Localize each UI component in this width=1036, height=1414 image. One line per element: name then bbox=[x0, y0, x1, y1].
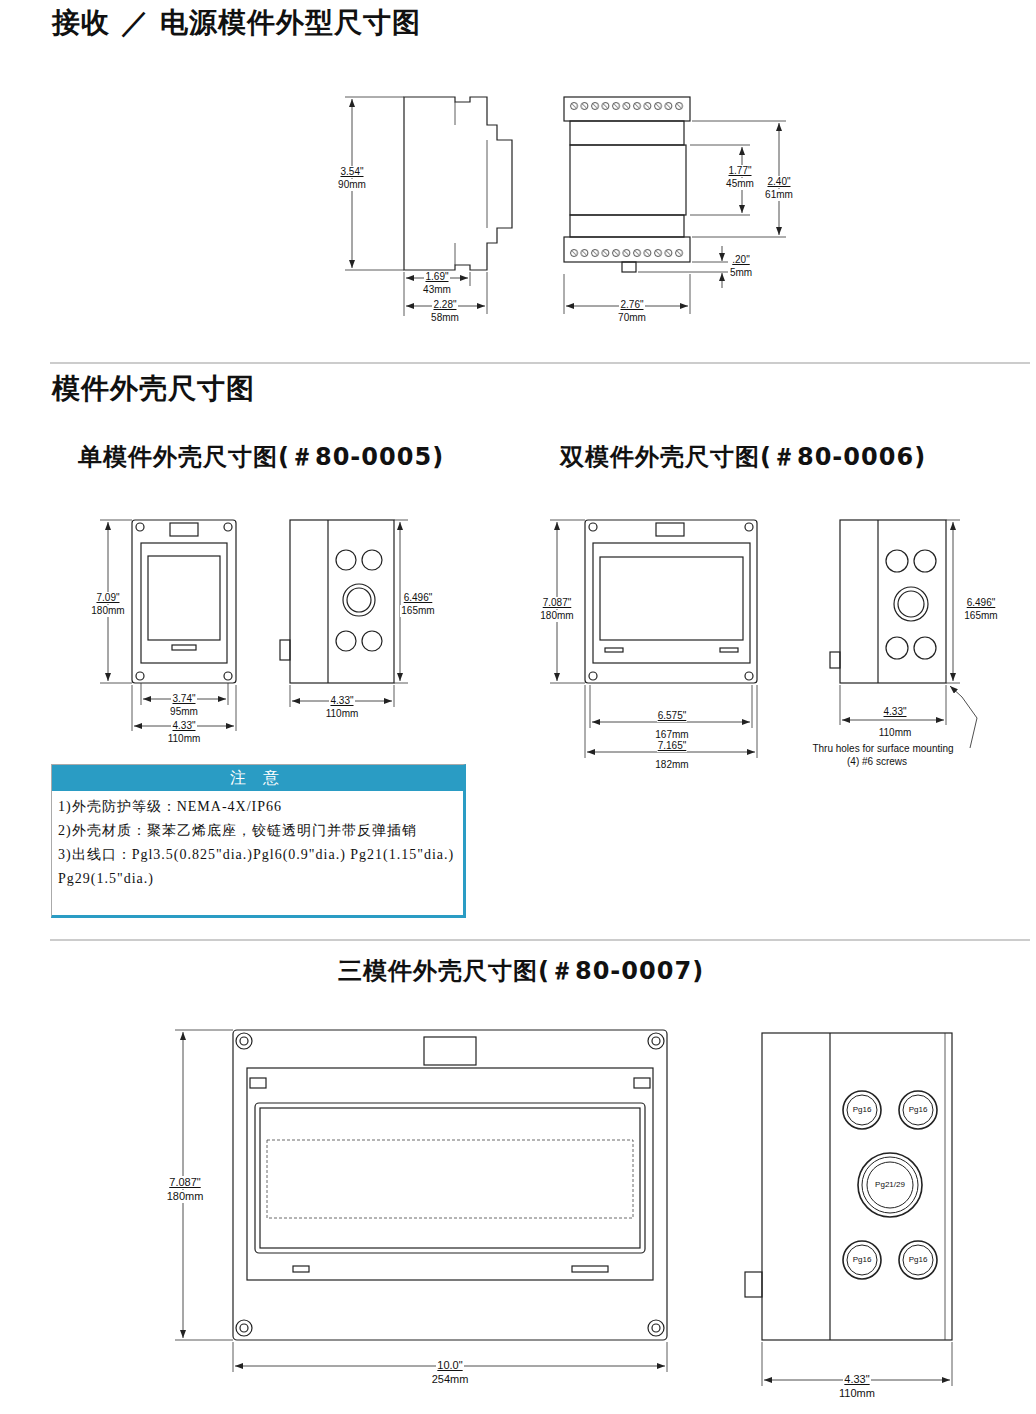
cable-gland: Pg16 bbox=[842, 1090, 882, 1130]
dimension-label: 180mm bbox=[166, 1190, 205, 1203]
dimension-label: .20" bbox=[731, 254, 750, 266]
note-line: 1)外壳防护等级：NEMA-4X/IP66 bbox=[52, 791, 463, 819]
section-heading: 双模件外壳尺寸图(＃80-0006) bbox=[560, 443, 926, 472]
cable-gland: Pg21/29 bbox=[857, 1152, 923, 1218]
dimension-label: 6.575" bbox=[657, 710, 688, 722]
dimension-label: 182mm bbox=[654, 759, 689, 771]
dimension-label: 110mm bbox=[167, 733, 202, 745]
dimension-label: 95mm bbox=[169, 706, 199, 718]
cable-gland: Pg16 bbox=[898, 1240, 938, 1280]
dimension-label: 70mm bbox=[617, 312, 647, 324]
dimension-label: 110mm bbox=[878, 727, 913, 739]
dimension-label: 3.74" bbox=[171, 693, 196, 705]
dimension-label: 3.54" bbox=[339, 166, 364, 178]
dimension-label: 2.40" bbox=[766, 176, 791, 188]
gland-label: Pg16 bbox=[842, 1255, 882, 1265]
dimension-label: 7.087" bbox=[542, 597, 573, 609]
notes-box: 注 意1)外壳防护等级：NEMA-4X/IP662)外壳材质：聚苯乙烯底座，铰链… bbox=[51, 764, 466, 918]
dimension-label: 43mm bbox=[422, 284, 452, 296]
cable-gland: Pg16 bbox=[898, 1090, 938, 1130]
dimension-label: 10.0" bbox=[436, 1359, 463, 1372]
dimension-label: 1.77" bbox=[727, 165, 752, 177]
dimension-label: 254mm bbox=[431, 1373, 470, 1386]
notes-heading: 注 意 bbox=[52, 765, 463, 791]
section-heading: 三模件外壳尺寸图(＃80-0007) bbox=[338, 957, 704, 986]
dimension-label: 110mm bbox=[325, 708, 360, 720]
dimension-label: 165mm bbox=[400, 605, 435, 617]
gland-label: Pg16 bbox=[898, 1255, 938, 1265]
gland-ring bbox=[843, 1241, 881, 1279]
note-line: 2)外壳材质：聚苯乙烯底座，铰链透明门并带反弹插销 bbox=[52, 819, 463, 843]
dimension-label: 180mm bbox=[90, 605, 125, 617]
gland-label: Pg21/29 bbox=[857, 1180, 923, 1190]
dimension-label: 6.496" bbox=[966, 597, 997, 609]
dimension-label: 110mm bbox=[838, 1387, 876, 1400]
page-title: 接收 ／ 电源模件外型尺寸图 bbox=[52, 6, 422, 40]
dimension-label: Thru holes for surface mounting bbox=[811, 743, 954, 755]
dimension-label: 4.33" bbox=[171, 720, 196, 732]
dimension-label: 4.33" bbox=[329, 695, 354, 707]
gland-ring bbox=[858, 1153, 922, 1217]
dimension-label: 2.28" bbox=[432, 299, 457, 311]
dimension-label: 58mm bbox=[430, 312, 460, 324]
gland-ring bbox=[843, 1091, 881, 1129]
dimension-label: 1.69" bbox=[424, 271, 449, 283]
dimension-label: 90mm bbox=[337, 179, 367, 191]
gland-ring bbox=[899, 1241, 937, 1279]
dimension-label: 4.33" bbox=[882, 706, 907, 718]
section-heading: 单模件外壳尺寸图(＃80-0005) bbox=[78, 443, 444, 472]
dimension-label: 45mm bbox=[725, 178, 755, 190]
dimension-label: (4) #6 screws bbox=[846, 756, 908, 768]
dimension-label: 2.76" bbox=[619, 299, 644, 311]
gland-label: Pg16 bbox=[898, 1105, 938, 1115]
dimension-label: 7.165" bbox=[657, 740, 688, 752]
gland-label: Pg16 bbox=[842, 1105, 882, 1115]
note-line: 3)出线口：Pgl3.5(0.825"dia.)Pgl6(0.9"dia.) P… bbox=[52, 843, 463, 891]
dimension-label: 180mm bbox=[539, 610, 574, 622]
dimension-label: 61mm bbox=[764, 189, 794, 201]
cable-gland: Pg16 bbox=[842, 1240, 882, 1280]
dimension-label: 7.09" bbox=[95, 592, 120, 604]
section-heading: 模件外壳尺寸图 bbox=[52, 372, 255, 406]
gland-ring bbox=[899, 1091, 937, 1129]
dimension-label: 5mm bbox=[729, 267, 753, 279]
dimension-label: 6.496" bbox=[403, 592, 434, 604]
dimension-label: 7.087" bbox=[168, 1176, 201, 1189]
dimension-label: 4.33" bbox=[843, 1373, 870, 1386]
dimension-label: 165mm bbox=[963, 610, 998, 622]
